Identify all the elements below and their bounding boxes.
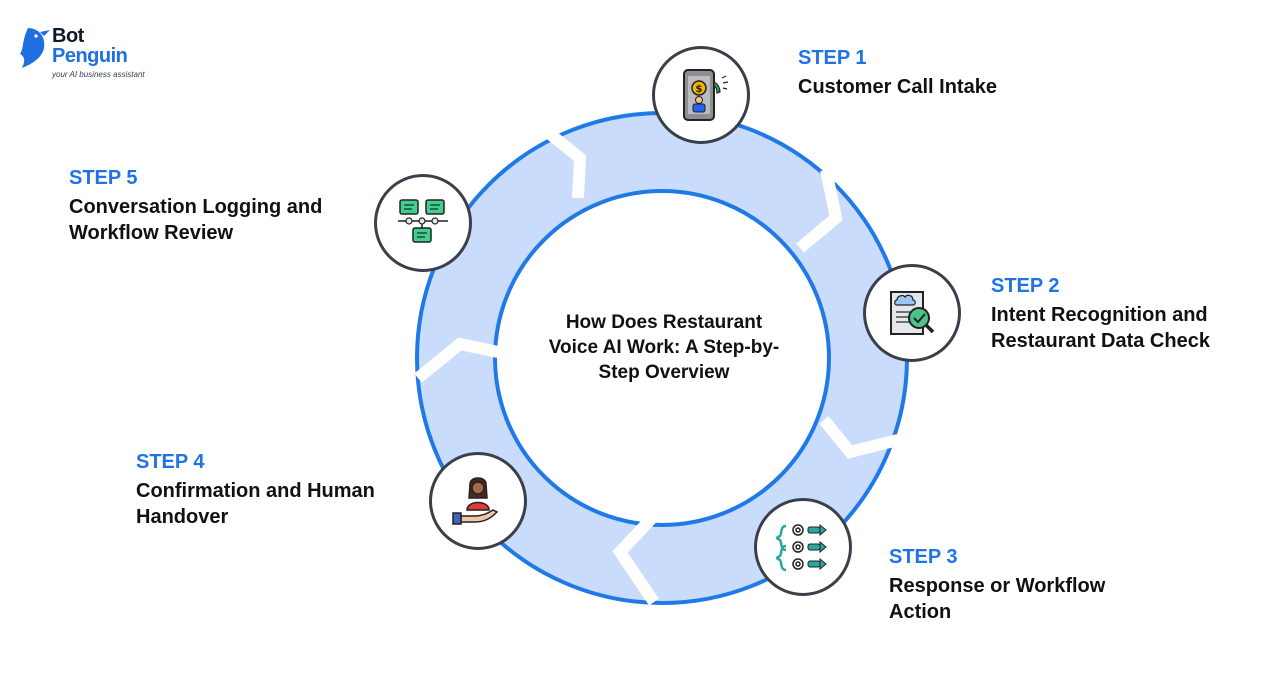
ring-separator-1	[541, 125, 587, 199]
step-4-icon-circle	[429, 452, 527, 550]
step-5: STEP 5 Conversation Logging and Workflow…	[69, 166, 354, 246]
ring-separator-2	[796, 168, 843, 253]
ring-inner-edge	[493, 189, 831, 527]
ring-separator-3	[819, 416, 900, 459]
ring-separator-5	[414, 337, 500, 383]
step-3-title: Response or Workflow Action	[889, 575, 1106, 623]
workflow-gears-icon	[775, 523, 827, 572]
svg-text:$: $	[696, 84, 703, 95]
step-5-title: Conversation Logging and Workflow Review	[69, 196, 323, 244]
diagram-center-title: How Does Restaurant Voice AI Work: A Ste…	[548, 312, 780, 383]
ring-separator-4	[612, 513, 659, 606]
step-4-title: Confirmation and Human Handover	[136, 480, 375, 528]
logo-tagline: your AI business assistant	[52, 70, 145, 79]
phone-call-icon: $	[683, 69, 729, 121]
step-1-title: Customer Call Intake	[798, 76, 997, 98]
human-handover-icon	[452, 477, 499, 525]
step-1-icon-circle: $	[652, 46, 750, 144]
botpenguin-logo: Bot Penguin your AI business assistant	[18, 26, 158, 82]
logo-text-penguin: Penguin	[52, 45, 128, 67]
logo-text-bot: Bot	[52, 25, 84, 47]
step-5-label: STEP 5	[69, 167, 138, 189]
penguin-bird-icon	[20, 28, 50, 68]
step-1: STEP 1 Customer Call Intake	[798, 46, 1098, 100]
step-3-icon-circle	[754, 498, 852, 596]
step-2-label: STEP 2	[991, 275, 1060, 297]
step-2: STEP 2 Intent Recognition and Restaurant…	[991, 274, 1261, 354]
conversation-log-icon	[398, 199, 448, 243]
step-2-icon-circle	[863, 264, 961, 362]
step-2-title: Intent Recognition and Restaurant Data C…	[991, 304, 1210, 352]
step-4: STEP 4 Confirmation and Human Handover	[136, 450, 411, 530]
step-1-label: STEP 1	[798, 47, 867, 69]
step-5-icon-circle	[374, 174, 472, 272]
step-4-label: STEP 4	[136, 451, 205, 473]
step-3: STEP 3 Response or Workflow Action	[889, 545, 1139, 625]
step-3-label: STEP 3	[889, 546, 958, 568]
data-check-icon	[890, 291, 935, 335]
